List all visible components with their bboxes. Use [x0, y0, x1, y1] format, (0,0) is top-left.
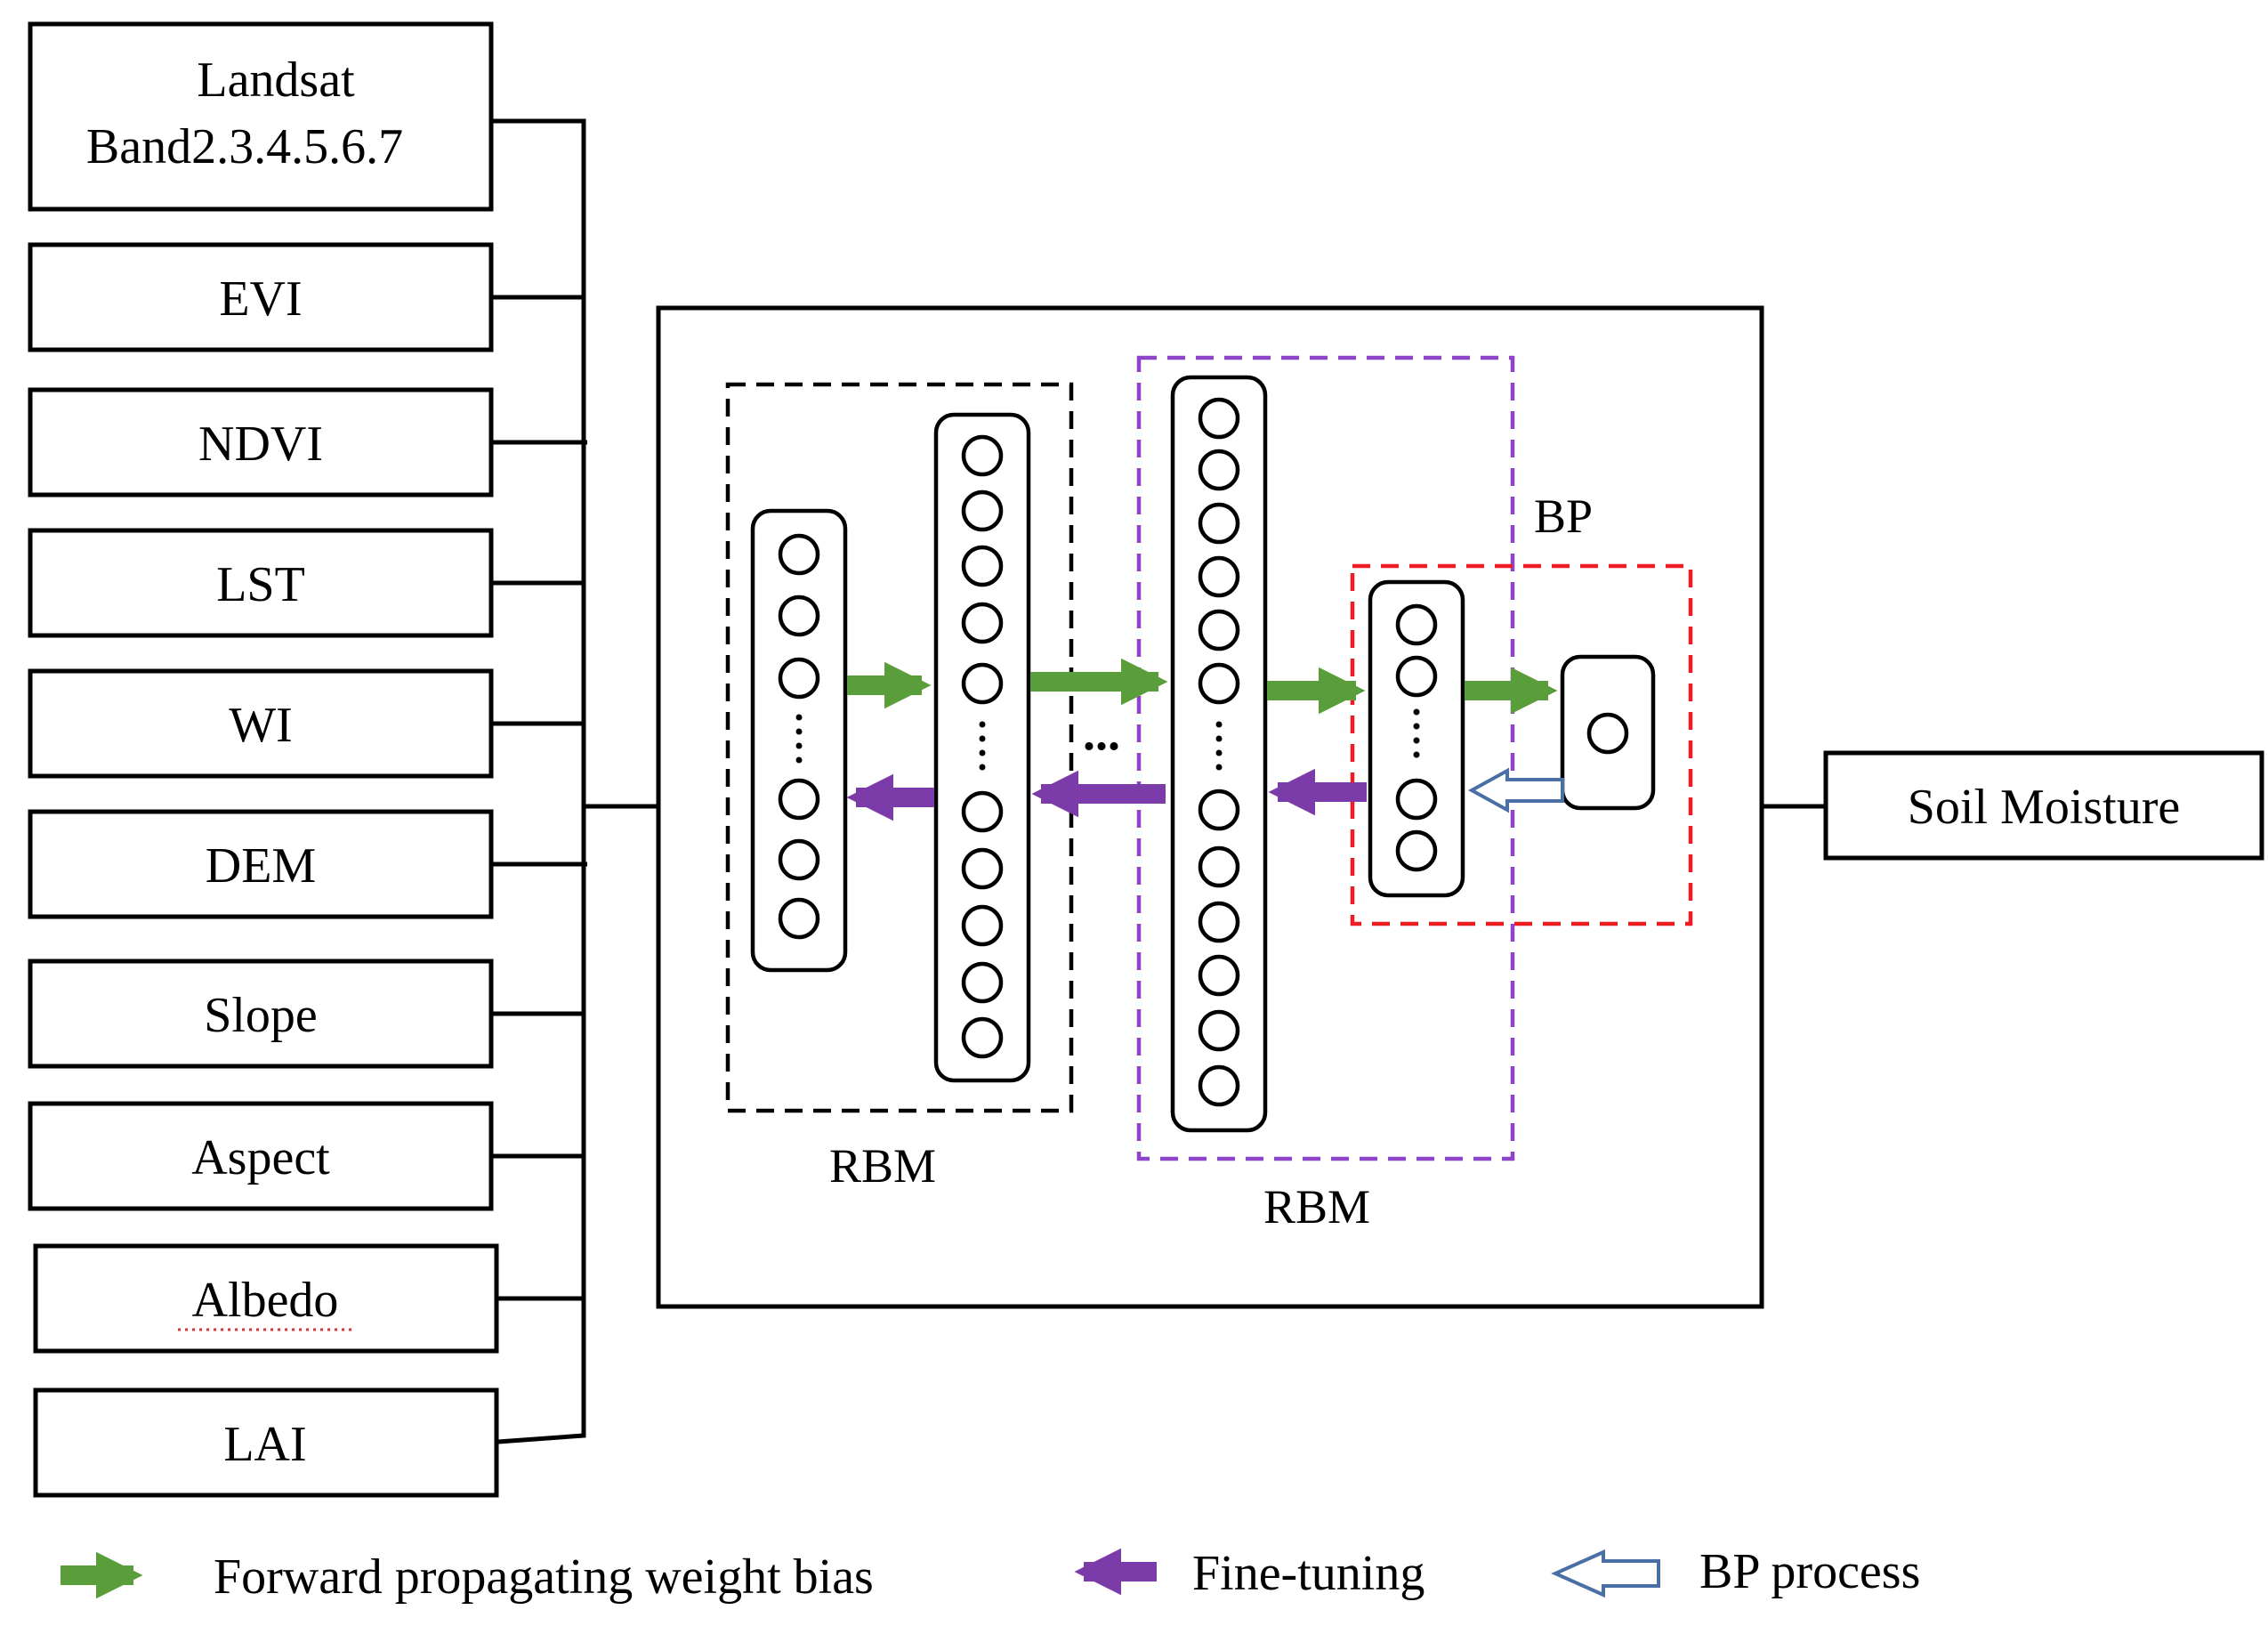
layer-3: [1170, 375, 1268, 1133]
rbm2-region: [1136, 355, 1515, 1161]
input-lst-label: LST: [216, 557, 305, 612]
layer-1: [750, 508, 848, 973]
node: [778, 533, 820, 576]
node: [1198, 555, 1240, 598]
output-label: Soil Moisture: [1908, 780, 2180, 835]
input-ndvi-label: NDVI: [198, 417, 323, 472]
rbm1-region: [725, 382, 1074, 1113]
finetune-arrows: [846, 768, 1367, 821]
node: [1198, 901, 1240, 943]
layer-3-dots: [1215, 721, 1223, 771]
node: [778, 838, 820, 881]
legend-finetune-label: Fine-tuning: [1192, 1546, 1425, 1601]
node: [1395, 778, 1438, 821]
node: [961, 434, 1004, 477]
rbm2-label: RBM: [1263, 1180, 1370, 1234]
layer-4: [1368, 579, 1465, 898]
input-landsat: Landsat Band2.3.4.5.6.7: [28, 21, 494, 212]
input-aspect-label: Aspect: [191, 1130, 330, 1185]
input-slope-label: Slope: [204, 988, 318, 1043]
bp-label: BP: [1534, 489, 1593, 543]
node: [778, 778, 820, 821]
input-landsat-line2: Band2.3.4.5.6.7: [86, 119, 403, 174]
bp-region: [1350, 563, 1693, 926]
input-ndvi: NDVI: [28, 387, 494, 498]
input-evi: EVI: [28, 242, 494, 352]
input-landsat-line1: Landsat: [197, 53, 355, 108]
node: [778, 897, 820, 940]
layer-4-dots: [1413, 708, 1420, 758]
legend-bp-icon: [1551, 1549, 1660, 1598]
input-wi-label: WI: [229, 698, 293, 753]
node: [1198, 1009, 1240, 1052]
layer-ellipsis: ...: [1083, 706, 1120, 761]
bp-arrow: [1467, 767, 1564, 813]
node: [961, 489, 1004, 532]
rbm1-label: RBM: [829, 1139, 936, 1193]
input-slope: Slope: [28, 959, 494, 1069]
input-albedo: Albedo: [33, 1243, 499, 1354]
layer-2-dots: [979, 721, 986, 771]
input-dem: DEM: [28, 809, 494, 919]
node: [961, 847, 1004, 890]
node: [961, 602, 1004, 644]
input-lst: LST: [28, 528, 494, 638]
input-dem-label: DEM: [206, 838, 316, 894]
layer-2: [933, 412, 1031, 1083]
input-lai: LAI: [33, 1387, 499, 1498]
legend-bp-label: BP process: [1699, 1544, 1920, 1599]
node: [1586, 712, 1629, 755]
output-layer: [1560, 654, 1656, 811]
node: [961, 662, 1004, 705]
node: [778, 657, 820, 700]
node: [1198, 1064, 1240, 1107]
input-albedo-label: Albedo: [192, 1273, 339, 1328]
input-wi: WI: [28, 668, 494, 779]
node: [1395, 829, 1438, 872]
node: [1198, 502, 1240, 545]
node: [961, 790, 1004, 833]
node: [961, 961, 1004, 1004]
node: [961, 545, 1004, 587]
layer-1-dots: [795, 714, 803, 764]
forward-arrows: [847, 658, 1558, 715]
node: [1198, 845, 1240, 888]
output-soil-moisture: Soil Moisture: [1823, 750, 2264, 861]
node: [961, 904, 1004, 947]
input-aspect: Aspect: [28, 1101, 494, 1211]
node: [1395, 603, 1438, 646]
input-connectors: [491, 118, 658, 1444]
legend-forward-label: Forward propagating weight bias: [214, 1549, 874, 1605]
legend: Forward propagating weight bias Fine-tun…: [61, 1544, 1920, 1605]
node: [1198, 662, 1240, 705]
input-lai-label: LAI: [223, 1417, 306, 1472]
node: [1395, 655, 1438, 698]
node: [778, 595, 820, 637]
node: [1198, 397, 1240, 440]
node: [1198, 609, 1240, 651]
node: [1198, 449, 1240, 491]
node: [1198, 954, 1240, 997]
input-evi-label: EVI: [219, 271, 302, 327]
node: [1198, 789, 1240, 831]
node: [961, 1016, 1004, 1059]
